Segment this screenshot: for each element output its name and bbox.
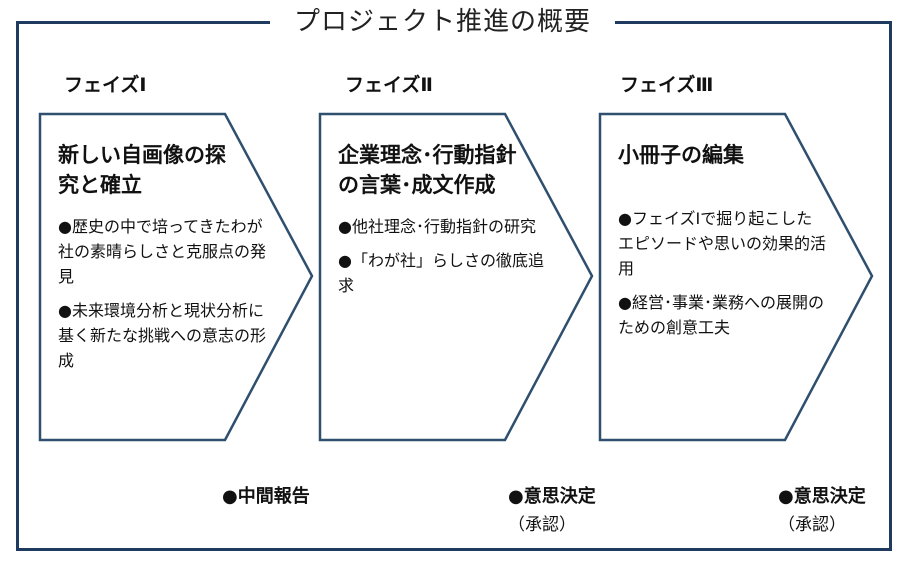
milestone-decision-1: ●意思決定 （承認）: [508, 483, 596, 539]
milestone-1-label: ●中間報告: [222, 486, 310, 507]
phase-3-bullet-2: ●経営･事業･業務への展開のための創意工夫: [618, 293, 824, 337]
phase-title-2: 企業理念･行動指針の言葉･成文作成: [338, 143, 517, 197]
diagram-title: プロジェクト推進の概要: [270, 4, 615, 40]
phase-arrow-1: [38, 112, 314, 442]
phase-box-3: 小冊子の編集 ●フェイズⅠで掘り起こしたエピソードや思いの効果的活用 ●経営･事…: [618, 140, 828, 349]
phase-box-1: 新しい自画像の探究と確立 ●歴史の中で培ってきたわが社の素晴らしさと克服点の発見…: [58, 140, 268, 382]
phase-arrow-2: [318, 112, 594, 442]
phase-box-2: 企業理念･行動指針の言葉･成文作成 ●他社理念･行動指針の研究 ●「わが社」らし…: [338, 140, 548, 307]
milestone-decision-2: ●意思決定 （承認）: [778, 483, 866, 539]
phase-title-3: 小冊子の編集: [618, 143, 744, 167]
phase-1-bullet-1: ●歴史の中で培ってきたわが社の素晴らしさと克服点の発見: [58, 217, 267, 286]
phase-label-3: フェイズⅢ: [620, 74, 714, 96]
phase-label-2: フェイズⅡ: [345, 74, 433, 96]
milestone-3-label: ●意思決定: [778, 486, 866, 507]
phase-title-1: 新しい自画像の探究と確立: [58, 143, 226, 197]
phase-3-bullet-1: ●フェイズⅠで掘り起こしたエピソードや思いの効果的活用: [618, 209, 827, 278]
milestone-interim-report: ●中間報告: [222, 483, 310, 511]
phase-1-bullet-2: ●未来環境分析と現状分析に基く新たな挑戦への意志の形成: [58, 301, 267, 370]
phase-arrow-3: [598, 112, 874, 442]
phase-label-1: フェイズⅠ: [64, 74, 147, 96]
milestone-3-sub: （承認）: [778, 515, 846, 535]
phase-2-bullet-1: ●他社理念･行動指針の研究: [338, 217, 536, 236]
milestone-2-label: ●意思決定: [508, 486, 596, 507]
milestone-2-sub: （承認）: [508, 515, 576, 535]
phase-2-bullet-2: ●「わが社」らしさの徹底追求: [338, 251, 544, 295]
